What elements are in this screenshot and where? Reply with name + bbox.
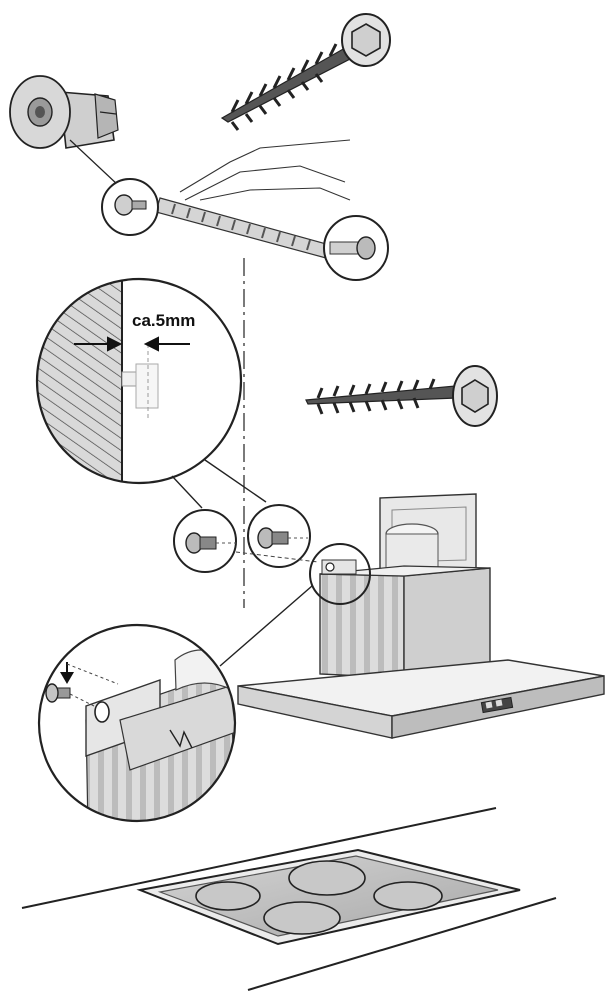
screw-icon bbox=[220, 13, 391, 131]
gap-label: ca.5mm bbox=[132, 311, 195, 330]
leader-line bbox=[69, 139, 119, 186]
threaded-rod bbox=[155, 197, 331, 259]
burner-icon bbox=[263, 901, 341, 935]
detail-circle-rod-end bbox=[323, 215, 389, 281]
leader-line bbox=[204, 459, 267, 503]
screw-icon bbox=[305, 365, 498, 427]
bracket-magnified-circle bbox=[37, 623, 237, 823]
hood-outline-sketch bbox=[177, 139, 351, 216]
detail-circle-plug bbox=[101, 178, 159, 236]
worktop bbox=[21, 807, 557, 991]
cooker-hood bbox=[237, 493, 605, 739]
burner-icon bbox=[288, 860, 366, 896]
leader-line bbox=[219, 585, 313, 667]
leader-line bbox=[171, 475, 203, 509]
wall-plug-icon bbox=[9, 75, 119, 149]
cooktop bbox=[136, 848, 521, 946]
screw-detail-circle-right bbox=[247, 504, 311, 568]
burner-icon bbox=[195, 881, 261, 911]
gap-detail-circle bbox=[35, 277, 243, 485]
bracket-detail-circle bbox=[309, 543, 371, 605]
screw-detail-circle-left bbox=[173, 509, 237, 573]
burner-icon bbox=[373, 881, 443, 911]
gap-dimension-arrows bbox=[74, 336, 190, 352]
